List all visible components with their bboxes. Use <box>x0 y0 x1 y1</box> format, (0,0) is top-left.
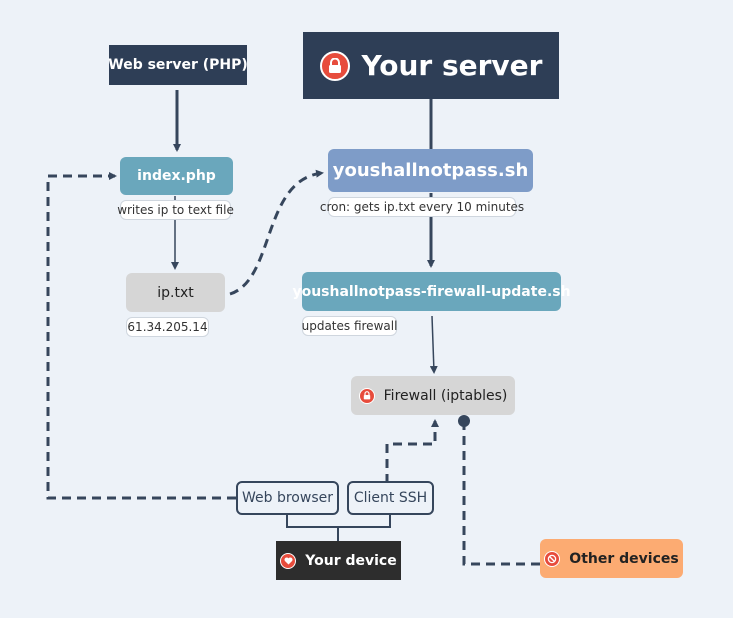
heart-icon <box>280 552 297 569</box>
edge-ssh-to-firewall <box>385 419 439 483</box>
ip-value-label: 61.34.205.14 <box>127 320 208 334</box>
cron-label: cron: gets ip.txt every 10 minutes <box>319 200 525 214</box>
web-browser-node: Web browser <box>236 481 339 515</box>
edge-blocked-dot <box>458 415 470 427</box>
your-server-node: Your server <box>303 32 559 99</box>
firewall-update-node: youshallnotpass-firewall-update.sh <box>292 272 571 311</box>
writes-ip-tag: writes ip to text file <box>117 200 234 220</box>
other-devices-node: Other devices <box>540 539 683 578</box>
your-device-node: Your device <box>276 541 401 580</box>
forbidden-icon <box>544 550 561 567</box>
web-server-label: Web server (PHP) <box>108 57 248 73</box>
edge-browser-to-index <box>46 172 236 500</box>
web-server-node: Web server (PHP) <box>108 45 248 85</box>
index-php-node: index.php <box>120 157 233 195</box>
lock-icon <box>319 50 350 81</box>
updates-firewall-label: updates firewall <box>301 319 398 333</box>
web-browser-label: Web browser <box>242 490 333 506</box>
edge-iptxt-to-youshallnotpass <box>229 169 324 296</box>
ip-txt-node: ip.txt <box>126 273 225 312</box>
firewall-update-label: youshallnotpass-firewall-update.sh <box>292 283 571 300</box>
cron-tag: cron: gets ip.txt every 10 minutes <box>320 197 524 217</box>
youshallnotpass-node: youshallnotpass.sh <box>328 149 533 192</box>
edge-other-to-firewall <box>462 424 540 566</box>
youshallnotpass-label: youshallnotpass.sh <box>332 160 529 181</box>
other-devices-label: Other devices <box>569 550 679 567</box>
writes-ip-label: writes ip to text file <box>117 203 234 217</box>
client-ssh-label: Client SSH <box>353 490 428 506</box>
ip-value-tag: 61.34.205.14 <box>126 317 209 337</box>
lock-icon <box>358 387 375 404</box>
firewall-node: Firewall (iptables) <box>351 376 515 415</box>
edge-device-bracket <box>286 514 391 541</box>
firewall-label: Firewall (iptables) <box>383 387 508 404</box>
your-server-label: Your server <box>361 49 543 82</box>
updates-firewall-tag: updates firewall <box>302 316 397 336</box>
client-ssh-node: Client SSH <box>347 481 434 515</box>
your-device-label: Your device <box>305 552 397 569</box>
index-php-label: index.php <box>137 168 216 184</box>
edge-update-to-firewall <box>429 315 438 374</box>
ip-txt-label: ip.txt <box>157 284 194 301</box>
